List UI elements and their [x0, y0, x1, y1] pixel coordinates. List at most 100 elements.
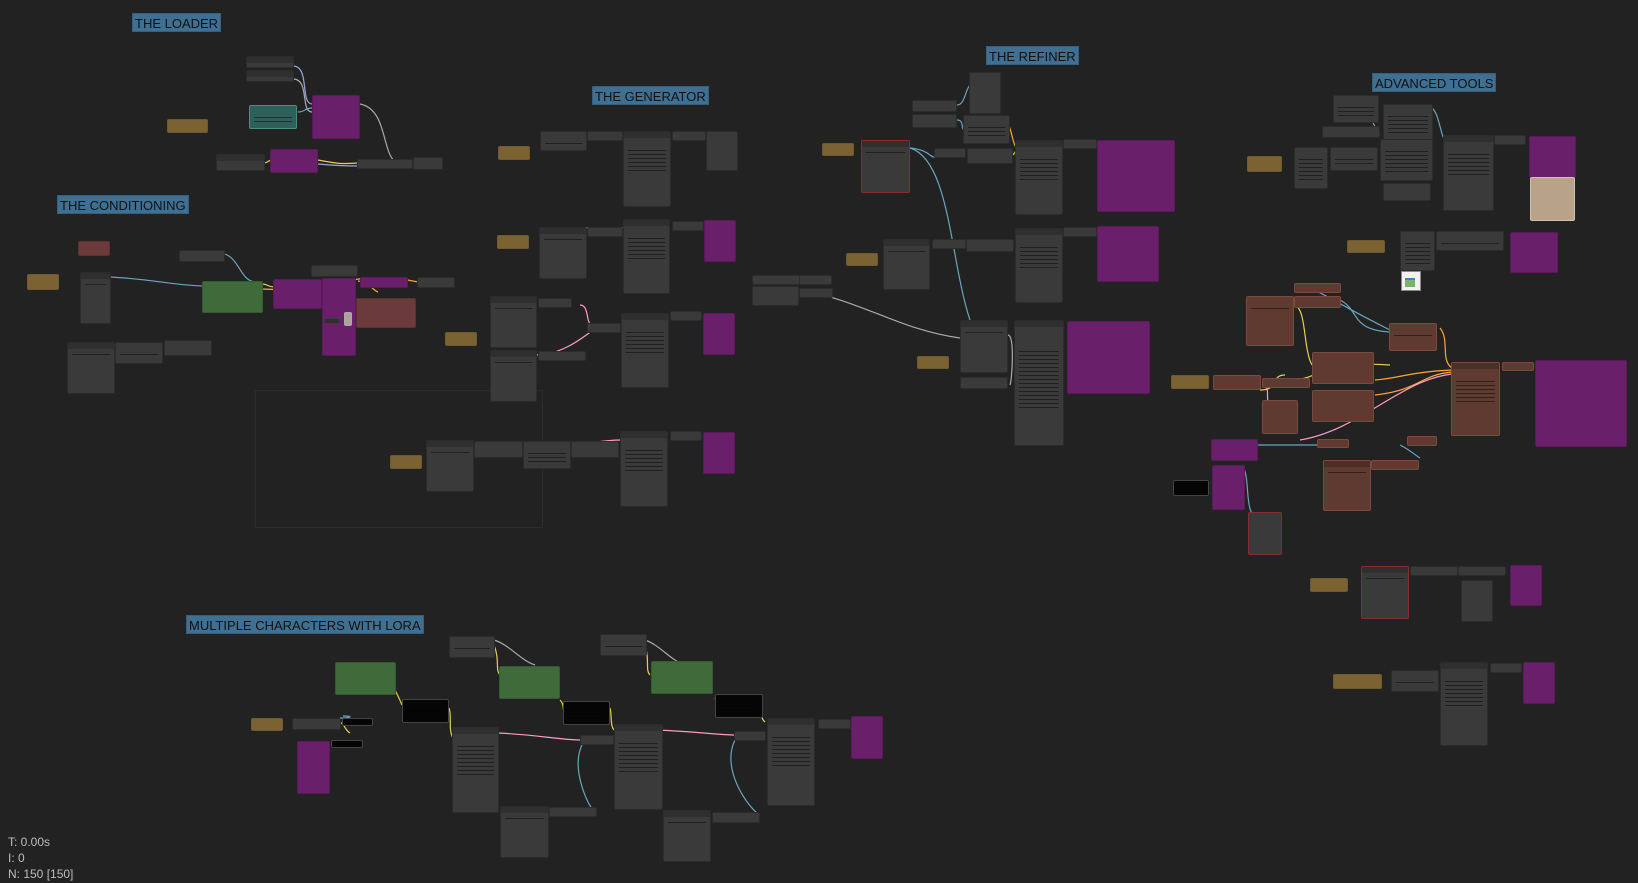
refiner-node-2[interactable] [912, 100, 957, 112]
generator-node-16[interactable] [523, 441, 571, 469]
advanced-node-16[interactable] [1391, 670, 1439, 692]
generator-node-1[interactable] [540, 131, 587, 151]
loader-node-3[interactable] [216, 154, 265, 171]
refiner-node-7[interactable] [967, 148, 1013, 164]
refiner-sampler-2[interactable] [1015, 228, 1063, 303]
conditioning-node-7[interactable] [164, 340, 212, 356]
lora-node-5[interactable] [734, 731, 766, 741]
conditioning-note-node[interactable] [27, 274, 59, 290]
advanced-node-6[interactable] [1380, 139, 1433, 181]
advanced-brown-node-4[interactable] [1389, 323, 1437, 351]
advanced-sampler-1[interactable] [1443, 135, 1494, 211]
advanced-note-node-4[interactable] [1310, 578, 1348, 592]
generator-node-14[interactable] [426, 440, 474, 492]
refiner-node-12[interactable] [1063, 227, 1097, 237]
refiner-sampler-1[interactable] [1015, 140, 1063, 215]
lora-green-node-2[interactable] [499, 666, 560, 699]
conditioning-node-1[interactable] [80, 272, 111, 324]
refiner-node-5[interactable] [861, 140, 910, 193]
lora-node-10[interactable] [712, 812, 760, 823]
lora-node-8[interactable] [549, 807, 597, 817]
generator-preview-3[interactable] [703, 432, 735, 474]
advanced-preview-4[interactable] [1510, 565, 1542, 606]
lora-green-node-1[interactable] [335, 662, 396, 695]
generator-note-node-1[interactable] [498, 146, 530, 160]
conditioning-green-node[interactable] [202, 281, 263, 313]
refiner-node-14[interactable] [960, 377, 1008, 389]
conditioning-node-3[interactable] [311, 265, 358, 277]
generator-note-node-2[interactable] [497, 235, 529, 249]
lora-sampler-1[interactable] [452, 727, 499, 813]
generator-node-10[interactable] [490, 350, 537, 402]
group-title-refiner[interactable]: THE REFINER [986, 46, 1079, 65]
generator-note-node-4[interactable] [390, 455, 422, 469]
generator-preview-2[interactable] [703, 313, 735, 355]
generator-node-5[interactable] [539, 227, 587, 279]
lora-note-node[interactable] [251, 718, 283, 731]
group-title-loader[interactable]: THE LOADER [132, 13, 222, 32]
advanced-note-node-5[interactable] [1333, 674, 1382, 689]
loader-node-2[interactable] [246, 70, 294, 82]
loader-node-1[interactable] [246, 56, 294, 68]
conditioning-purple-node-1[interactable] [273, 279, 322, 309]
advanced-brown-node-1[interactable] [1294, 283, 1341, 293]
lora-sampler-2[interactable] [614, 724, 663, 810]
advanced-purple-node[interactable] [1211, 439, 1258, 461]
loader-teal-node[interactable] [249, 105, 297, 129]
middle-node-4[interactable] [799, 288, 833, 298]
group-title-generator[interactable]: THE GENERATOR [592, 86, 709, 105]
lora-node-4[interactable] [580, 735, 614, 745]
advanced-brown-node-12[interactable] [1317, 439, 1349, 448]
generator-preview-1[interactable] [704, 220, 736, 262]
advanced-node-17[interactable] [1490, 663, 1522, 673]
generator-node-7[interactable] [672, 221, 704, 231]
middle-node-1[interactable] [752, 275, 800, 285]
refiner-node-1[interactable] [969, 72, 1001, 114]
refiner-node-6[interactable] [934, 148, 966, 158]
refiner-preview-3[interactable] [1067, 321, 1150, 394]
conditioning-swatch[interactable] [344, 312, 352, 326]
advanced-note-node-2[interactable] [1347, 240, 1385, 253]
lora-node-2[interactable] [600, 634, 647, 656]
refiner-node-13[interactable] [960, 320, 1008, 373]
generator-sampler-4[interactable] [620, 431, 668, 507]
advanced-note-node-1[interactable] [1247, 156, 1282, 172]
refiner-sampler-3[interactable] [1014, 320, 1064, 446]
loader-node-5[interactable] [413, 157, 443, 170]
lora-node-9[interactable] [663, 810, 711, 862]
generator-sampler-2[interactable] [623, 219, 670, 294]
advanced-purple-node-2[interactable] [1212, 465, 1245, 510]
advanced-preview-2[interactable] [1510, 232, 1558, 273]
advanced-brown-node-2[interactable] [1294, 296, 1341, 308]
refiner-note-node-2[interactable] [846, 253, 878, 266]
advanced-node-12[interactable] [1361, 566, 1409, 619]
advanced-image-preview[interactable] [1530, 177, 1575, 221]
conditioning-small-node[interactable] [324, 318, 340, 324]
generator-sampler-1[interactable] [623, 131, 671, 207]
advanced-node-7[interactable] [1383, 183, 1431, 201]
advanced-brown-node-7[interactable] [1213, 375, 1261, 390]
advanced-node-3[interactable] [1383, 104, 1433, 140]
advanced-sampler-2[interactable] [1440, 662, 1488, 746]
generator-node-2[interactable] [587, 131, 623, 141]
advanced-brown-node-3[interactable] [1246, 296, 1294, 346]
group-title-advanced-tools[interactable]: ADVANCED TOOLS [1372, 73, 1497, 92]
generator-node-9[interactable] [538, 298, 572, 308]
loader-note-node[interactable] [167, 119, 208, 133]
conditioning-red-node-2[interactable] [356, 298, 416, 328]
refiner-note-node-1[interactable] [822, 143, 854, 156]
refiner-note-node-3[interactable] [917, 356, 949, 369]
advanced-brown-node-14[interactable] [1323, 460, 1371, 511]
advanced-node-2[interactable] [1322, 126, 1380, 138]
advanced-node-13[interactable] [1410, 566, 1458, 576]
conditioning-red-node[interactable] [78, 241, 110, 256]
advanced-preview-3[interactable] [1535, 360, 1627, 447]
refiner-node-8[interactable] [1063, 139, 1097, 149]
lora-purple-node[interactable] [297, 741, 330, 794]
lora-green-node-3[interactable] [651, 661, 713, 694]
generator-node-13[interactable] [670, 311, 702, 321]
advanced-node-9[interactable] [1400, 231, 1435, 271]
lora-node-1[interactable] [449, 636, 495, 658]
generator-node-11[interactable] [538, 351, 586, 361]
conditioning-purple-node-3[interactable] [360, 277, 408, 288]
